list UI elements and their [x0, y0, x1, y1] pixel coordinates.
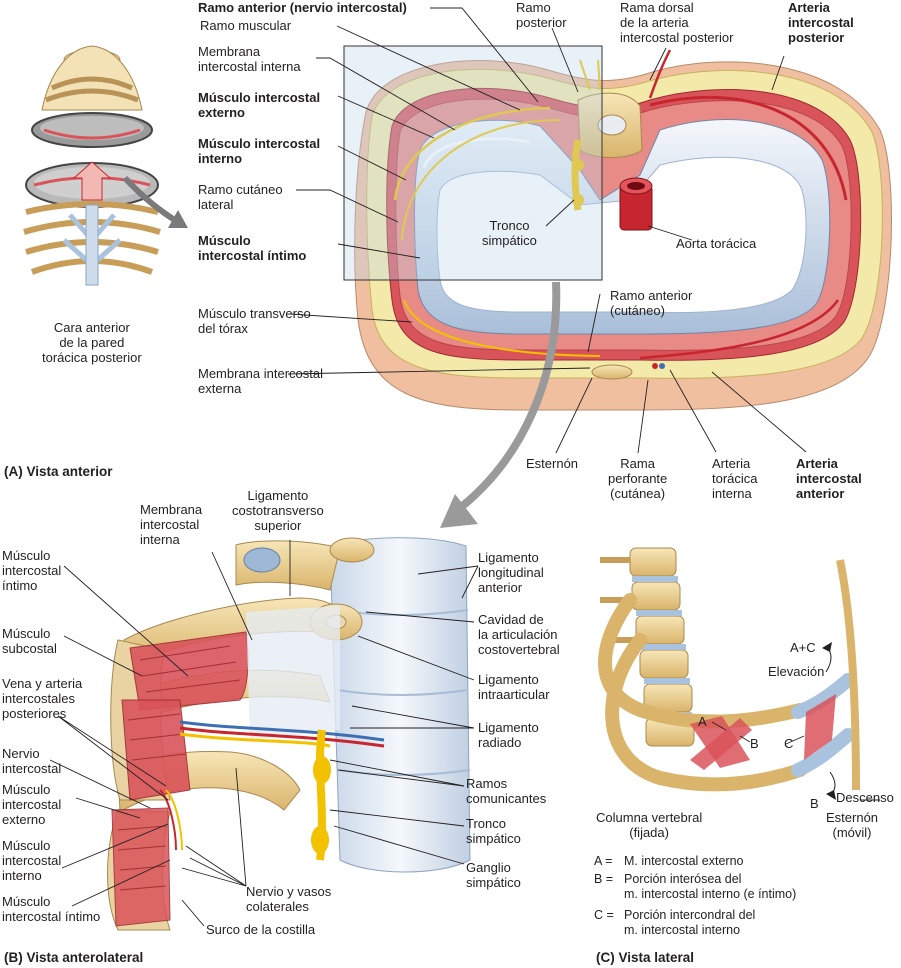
label-tronco-simpatico-a: Tronco simpático: [482, 218, 537, 248]
label-c-b2: B: [810, 796, 819, 811]
label-b-surco: Surco de la costilla: [206, 922, 316, 937]
panel-b-title: (B) Vista anterolateral: [4, 950, 144, 965]
lateral-view: [598, 547, 880, 801]
key-c-letter: C =: [594, 908, 614, 922]
label-c-b: B: [750, 736, 759, 751]
label-c-ac: A+C: [790, 640, 816, 655]
panel-b-leader-lines: [49, 540, 479, 927]
label-b-membrana-interna: Membrana intercostal interna: [140, 502, 203, 547]
label-b-lig-costotransverso: Ligamento costotransverso superior: [232, 488, 324, 533]
label-musculo-interno: Músculo intercostal interno: [198, 136, 321, 166]
label-b-lig-intraarticular: Ligamento intraarticular: [478, 672, 550, 702]
label-c-descenso: Descenso: [836, 790, 894, 805]
key-a-letter: A =: [594, 854, 613, 868]
label-transverso-torax: Músculo transverso del tórax: [198, 306, 311, 336]
label-membrana-interna: Membrana intercostal interna: [198, 44, 301, 74]
label-b-lig-longitudinal: Ligamento longitudinal anterior: [478, 550, 544, 595]
label-ramo-anterior: Ramo anterior (nervio intercostal): [198, 0, 407, 15]
panel-a-leader-lines: [287, 7, 807, 454]
key-b-text: Porción interósea del m. intercostal int…: [624, 872, 797, 901]
label-b-m-externo: Músculo intercostal externo: [2, 782, 62, 827]
label-b-nervio-vasos: Nervio y vasos colaterales: [246, 884, 332, 914]
label-ramo-anterior-cutaneo: Ramo anterior (cutáneo): [610, 288, 693, 318]
label-b-lig-radiado: Ligamento radiado: [478, 720, 539, 750]
key-b-letter: B =: [594, 872, 614, 886]
caption-anterior-face: Cara anterior de la pared torácica poste…: [42, 320, 142, 365]
label-b-m-intimo2: Músculo intercostal íntimo: [2, 894, 101, 924]
label-aorta: Aorta torácica: [676, 236, 757, 251]
label-c-a: A: [698, 714, 707, 729]
label-musculo-intimo: Músculo intercostal íntimo: [198, 233, 307, 263]
label-c-c: C: [784, 736, 794, 751]
label-c-esternon: Esternón (móvil): [826, 810, 879, 840]
label-b-vena-arteria: Vena y arteria intercostales posteriores: [2, 676, 83, 721]
thorax-cross-section: [354, 49, 892, 411]
panel-a-title: (A) Vista anterior: [4, 464, 113, 479]
label-arteria-anterior: Arteria intercostal anterior: [796, 456, 862, 501]
label-b-nervio: Nervio intercostal: [2, 746, 62, 776]
label-ramo-posterior: Ramo posterior: [516, 0, 567, 30]
label-b-ramos-comunicantes: Ramos comunicantes: [466, 776, 547, 806]
label-b-ganglio: Ganglio simpático: [466, 860, 521, 890]
label-rama-dorsal: Rama dorsal de la arteria intercostal po…: [620, 0, 734, 45]
label-b-m-intimo: Músculo intercostal íntimo: [2, 548, 62, 593]
label-c-elevacion: Elevación: [768, 664, 825, 679]
label-arteria-posterior: Arteria intercostal posterior: [788, 0, 854, 45]
label-b-m-subcostal: Músculo subcostal: [2, 626, 57, 656]
panel-c-leader-lines: [711, 721, 805, 745]
label-b-tronco-simpatico: Tronco simpático: [466, 816, 521, 846]
label-c-columna: Columna vertebral (fijada): [596, 810, 703, 840]
label-rama-perforante: Rama perforante (cutánea): [608, 456, 668, 501]
zoom-arrow: [457, 281, 561, 512]
label-ramo-muscular: Ramo muscular: [200, 18, 292, 33]
anterolateral-view: [107, 537, 471, 931]
zoom-region-box: [343, 45, 603, 281]
key-a-text: M. intercostal externo: [624, 854, 744, 868]
label-b-cavidad: Cavidad de la articulación costovertebra…: [478, 612, 560, 657]
label-esternon-a: Esternón: [526, 456, 579, 471]
label-b-m-interno: Músculo intercostal interno: [2, 838, 62, 883]
label-arteria-toracica-interna: Arteria torácica interna: [712, 456, 758, 501]
thorax-thumbnail: [23, 45, 188, 286]
label-ramo-cutaneo-lateral: Ramo cutáneo lateral: [198, 182, 283, 212]
panel-c-title: (C) Vista lateral: [596, 950, 695, 965]
key-c-text: Porción intercondral del m. intercostal …: [624, 908, 756, 937]
label-membrana-externa: Membrana intercostal externa: [198, 366, 323, 396]
label-musculo-externo: Músculo intercostal externo: [198, 90, 321, 120]
